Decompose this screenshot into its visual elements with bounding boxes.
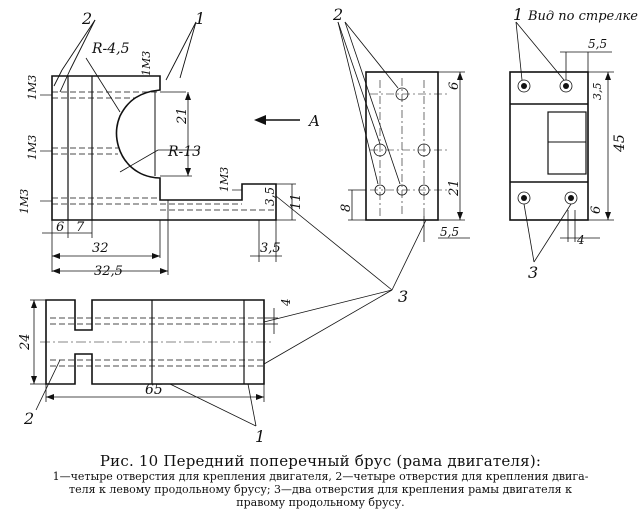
front-view-labels: 2 1 R-4,5 R-13 1M3 1M3 1M3 1M3 1M3 21 11…: [18, 9, 320, 279]
callout-2-front: 2: [81, 9, 92, 28]
callout-1-front: 1: [195, 9, 205, 28]
figure-legend-line-1: 1—четыре отверстия для крепления двигате…: [52, 470, 589, 483]
dim-35-view-a: 3,5: [591, 83, 604, 101]
dim-21-side: 21: [447, 179, 462, 197]
dim-m3-left2: 1M3: [26, 135, 39, 160]
callout-3-view-a: 3: [528, 263, 538, 282]
side-view: [337, 21, 470, 291]
dim-11: 11: [289, 193, 304, 210]
callout-1-bottom: 1: [255, 427, 265, 446]
dim-55-side: 5,5: [440, 225, 459, 239]
bottom-view: [30, 195, 393, 427]
dim-m3-step: 1M3: [218, 167, 231, 192]
dim-21-front: 21: [175, 107, 190, 125]
figure-legend-line-2: теля к левому продольному брусу; 3—два о…: [68, 483, 572, 496]
dim-m3-left3: 1M3: [18, 189, 31, 214]
dim-m3-top: 1M3: [140, 51, 153, 76]
dim-4-bottom: 4: [279, 298, 293, 307]
dim-6-side: 6: [447, 82, 462, 90]
dim-r13: R-13: [167, 144, 201, 160]
front-view: [40, 19, 300, 275]
figure-caption-title: Рис. 10 Передний поперечный брус (рама д…: [99, 452, 542, 470]
callout-2-bottom: 2: [23, 409, 34, 428]
callout-2-side: 2: [332, 5, 343, 24]
view-a: [509, 21, 614, 263]
dim-55-top: 5,5: [588, 37, 607, 51]
dim-35-vertical: 3,5: [263, 187, 277, 206]
dim-6-view-a: 6: [589, 206, 604, 214]
dim-r45: R-4,5: [91, 41, 130, 57]
dim-35: 3,5: [260, 241, 281, 256]
dim-65: 65: [145, 382, 163, 398]
figure-legend-line-3: правому продольному брусу.: [236, 496, 405, 509]
dim-24: 24: [18, 333, 33, 351]
dim-32: 32: [92, 241, 109, 256]
side-view-labels: 2 6 21 8 5,5: [332, 5, 462, 239]
bottom-view-labels: 3 24 4 65 2 1: [18, 287, 408, 446]
callout-3-bottom: 3: [398, 287, 408, 306]
arrow-a-label: A: [307, 112, 320, 130]
dim-m3-left1: 1M3: [26, 75, 39, 100]
dim-4-view-a: 4: [576, 233, 585, 247]
dim-6: 6: [56, 220, 64, 235]
dim-7: 7: [76, 220, 85, 235]
view-a-title: Вид по стрелке А: [527, 9, 641, 24]
callout-1-view-a: 1: [513, 5, 523, 24]
dim-8: 8: [339, 204, 354, 212]
dim-325: 32,5: [94, 264, 123, 279]
dim-45: 45: [612, 134, 628, 153]
view-a-labels: 1 Вид по стрелке А 5,5 3,5 45 6 4 3: [513, 5, 641, 282]
